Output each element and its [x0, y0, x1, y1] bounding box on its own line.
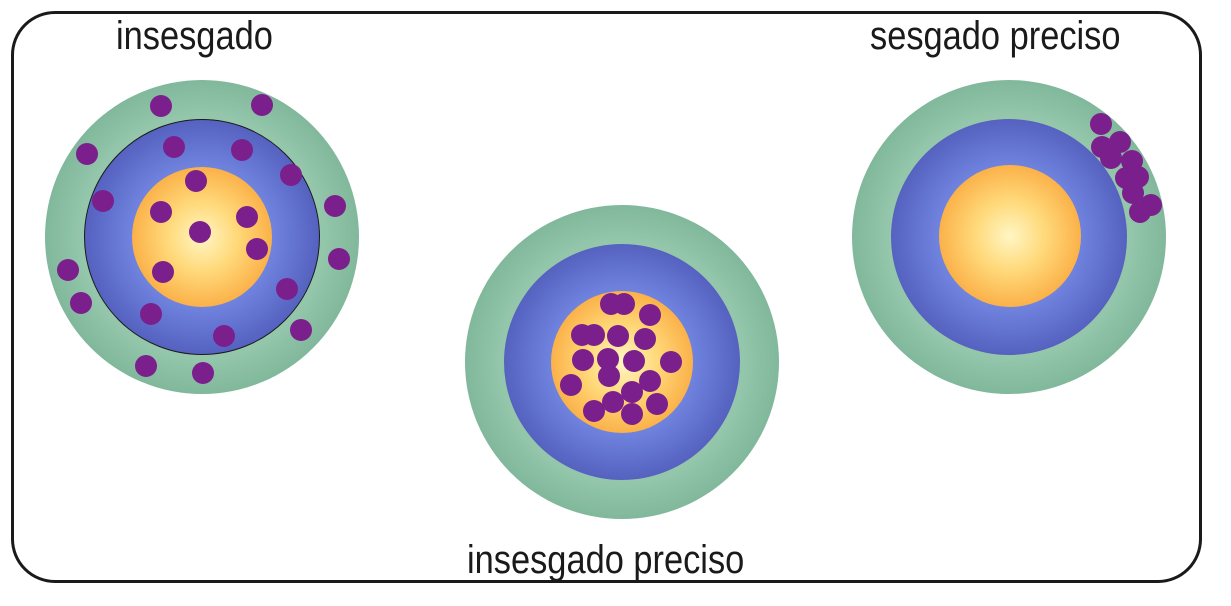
- sample-point-biased-precise: [1122, 182, 1144, 204]
- sample-point-unbiased: [57, 259, 79, 281]
- sample-point-unbiased: [150, 201, 172, 223]
- sample-point-unbiased: [76, 143, 98, 165]
- sample-point-unbiased: [152, 261, 174, 283]
- sample-point-unbiased-precise: [598, 365, 620, 387]
- sample-point-unbiased: [290, 319, 312, 341]
- sample-point-unbiased: [251, 94, 273, 116]
- sample-point-biased-precise: [1100, 147, 1122, 169]
- sample-point-unbiased: [70, 292, 92, 314]
- sample-point-unbiased-precise: [621, 403, 643, 425]
- sample-point-unbiased-precise: [613, 293, 635, 315]
- sample-point-biased-precise: [1090, 113, 1112, 135]
- sample-point-unbiased: [163, 136, 185, 158]
- label-biased-precise: sesgado preciso: [870, 14, 1121, 58]
- sample-point-unbiased: [231, 139, 253, 161]
- sample-point-unbiased: [328, 248, 350, 270]
- sample-point-unbiased: [92, 190, 114, 212]
- sample-point-unbiased: [246, 238, 268, 260]
- sample-point-unbiased: [236, 206, 258, 228]
- sample-point-unbiased-precise: [583, 324, 605, 346]
- sample-point-unbiased: [150, 95, 172, 117]
- sample-point-unbiased-precise: [583, 400, 605, 422]
- sample-point-unbiased-precise: [634, 328, 656, 350]
- sample-point-unbiased-precise: [572, 349, 594, 371]
- sample-point-unbiased-precise: [602, 391, 624, 413]
- target-biased-precise-center: [939, 165, 1081, 307]
- sample-point-unbiased: [280, 164, 302, 186]
- sample-point-unbiased-precise: [621, 381, 643, 403]
- sample-point-unbiased: [213, 325, 235, 347]
- sample-point-unbiased: [185, 170, 207, 192]
- sample-point-biased-precise: [1129, 201, 1151, 223]
- sample-point-unbiased-precise: [560, 374, 582, 396]
- label-unbiased-precise: insesgado preciso: [467, 538, 745, 582]
- sample-point-unbiased: [140, 303, 162, 325]
- sample-point-unbiased-precise: [660, 351, 682, 373]
- sample-point-unbiased: [135, 355, 157, 377]
- sample-point-biased-precise: [1109, 131, 1131, 153]
- sample-point-unbiased-precise: [639, 304, 661, 326]
- sample-point-unbiased-precise: [607, 325, 629, 347]
- sample-point-unbiased-precise: [646, 393, 668, 415]
- sample-point-unbiased: [324, 195, 346, 217]
- label-unbiased: insesgado: [116, 14, 273, 58]
- sample-point-unbiased: [189, 221, 211, 243]
- sample-point-unbiased-precise: [639, 370, 661, 392]
- sample-point-unbiased: [192, 362, 214, 384]
- sample-point-unbiased-precise: [597, 348, 619, 370]
- sample-point-unbiased: [276, 278, 298, 300]
- sample-point-unbiased-precise: [623, 350, 645, 372]
